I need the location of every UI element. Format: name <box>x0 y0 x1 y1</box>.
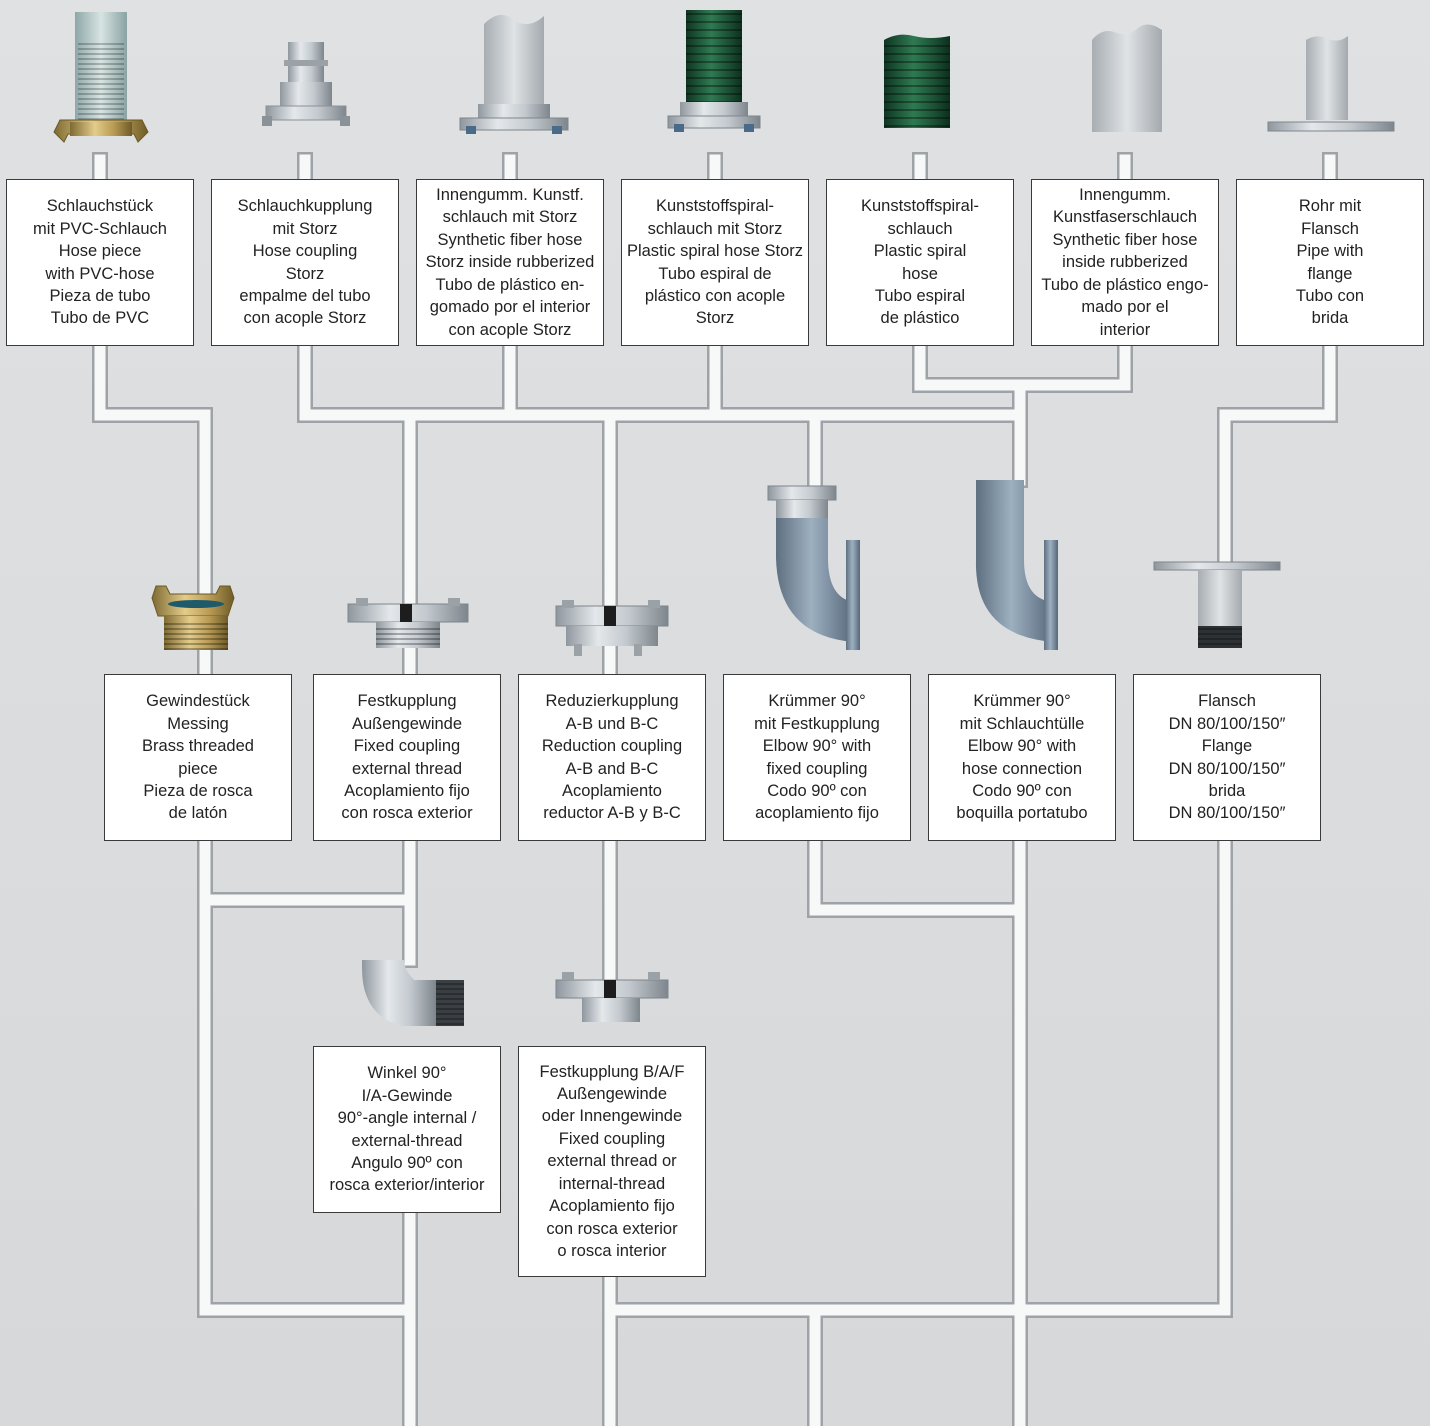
box-flange[interactable]: Flansch DN 80/100/150″ Flange DN 80/100/… <box>1133 674 1321 841</box>
box-plastic-spiral-storz[interactable]: Kunststoffspiral- schlauch mit Storz Pla… <box>621 179 809 346</box>
box-label: Schlauchkupplung mit Storz Hose coupling… <box>237 197 373 328</box>
fixed-coupling-icon <box>347 598 469 648</box>
box-label: Flansch DN 80/100/150″ Flange DN 80/100/… <box>1168 692 1286 823</box>
rubberized-hose-storz-icon <box>459 14 569 134</box>
green-spiral-hose-storz-icon <box>667 10 761 132</box>
box-label: Reduzierkupplung A-B und B-C Reduction c… <box>541 692 683 823</box>
box-label: Kunststoffspiral- schlauch mit Storz Pla… <box>626 197 804 328</box>
box-label: Innengumm. Kunstf. schlauch mit Storz Sy… <box>425 186 595 339</box>
box-label: Krümmer 90° mit Schlauchtülle Elbow 90° … <box>956 692 1088 823</box>
threaded-flange-icon <box>1153 561 1281 648</box>
box-hose-piece-pvc[interactable]: Schlauchstück mit PVC-Schlauch Hose piec… <box>6 179 194 346</box>
box-label: Kunststoffspiral- schlauch Plastic spira… <box>861 197 979 328</box>
box-label: Schlauchstück mit PVC-Schlauch Hose piec… <box>33 197 167 328</box>
flanged-pipe-icon <box>1267 36 1395 132</box>
box-elbow-fixed-coupling[interactable]: Krümmer 90° mit Festkupplung Elbow 90° w… <box>723 674 911 841</box>
reduction-coupling-icon <box>555 600 669 656</box>
box-fixed-coupling-external[interactable]: Festkupplung Außengewinde Fixed coupling… <box>313 674 501 841</box>
brass-threaded-claw-icon <box>151 585 235 650</box>
box-brass-threaded-piece[interactable]: Gewindestück Messing Brass threaded piec… <box>104 674 292 841</box>
elbow-hose-connection-icon <box>975 480 1058 650</box>
elbow-fixed-coupling-icon <box>767 485 860 650</box>
box-label: Rohr mit Flansch Pipe with flange Tubo c… <box>1295 197 1365 328</box>
angle-90-icon <box>362 960 464 1026</box>
box-rubberized-synthetic-storz[interactable]: Innengumm. Kunstf. schlauch mit Storz Sy… <box>416 179 604 346</box>
fixed-coupling-baf-icon <box>555 972 669 1022</box>
box-fixed-coupling-baf[interactable]: Festkupplung B/A/F Außengewinde oder Inn… <box>518 1046 706 1277</box>
box-reduction-coupling[interactable]: Reduzierkupplung A-B und B-C Reduction c… <box>518 674 706 841</box>
rubberized-hose-icon <box>1092 24 1162 133</box>
box-label: Festkupplung Außengewinde Fixed coupling… <box>341 692 473 823</box>
box-rubberized-synthetic-hose[interactable]: Innengumm. Kunstfaserschlauch Synthetic … <box>1031 179 1219 346</box>
box-hose-coupling-storz[interactable]: Schlauchkupplung mit Storz Hose coupling… <box>211 179 399 346</box>
pipe-lines <box>92 152 1338 1426</box>
box-label: Festkupplung B/A/F Außengewinde oder Inn… <box>539 1062 685 1260</box>
box-label: Gewindestück Messing Brass threaded piec… <box>142 692 254 823</box>
green-spiral-hose-icon <box>884 34 950 132</box>
claw-coupling-pvc-hose-icon <box>53 12 149 143</box>
box-label: Krümmer 90° mit Festkupplung Elbow 90° w… <box>754 692 880 823</box>
box-angle-90[interactable]: Winkel 90° I/A-Gewinde 90°-angle interna… <box>313 1046 501 1213</box>
storz-hose-coupling-icon <box>262 42 350 126</box>
box-label: Innengumm. Kunstfaserschlauch Synthetic … <box>1041 186 1209 339</box>
box-label: Winkel 90° I/A-Gewinde 90°-angle interna… <box>329 1064 485 1195</box>
box-pipe-with-flange[interactable]: Rohr mit Flansch Pipe with flange Tubo c… <box>1236 179 1424 346</box>
box-plastic-spiral-hose[interactable]: Kunststoffspiral- schlauch Plastic spira… <box>826 179 1014 346</box>
box-elbow-hose-connection[interactable]: Krümmer 90° mit Schlauchtülle Elbow 90° … <box>928 674 1116 841</box>
